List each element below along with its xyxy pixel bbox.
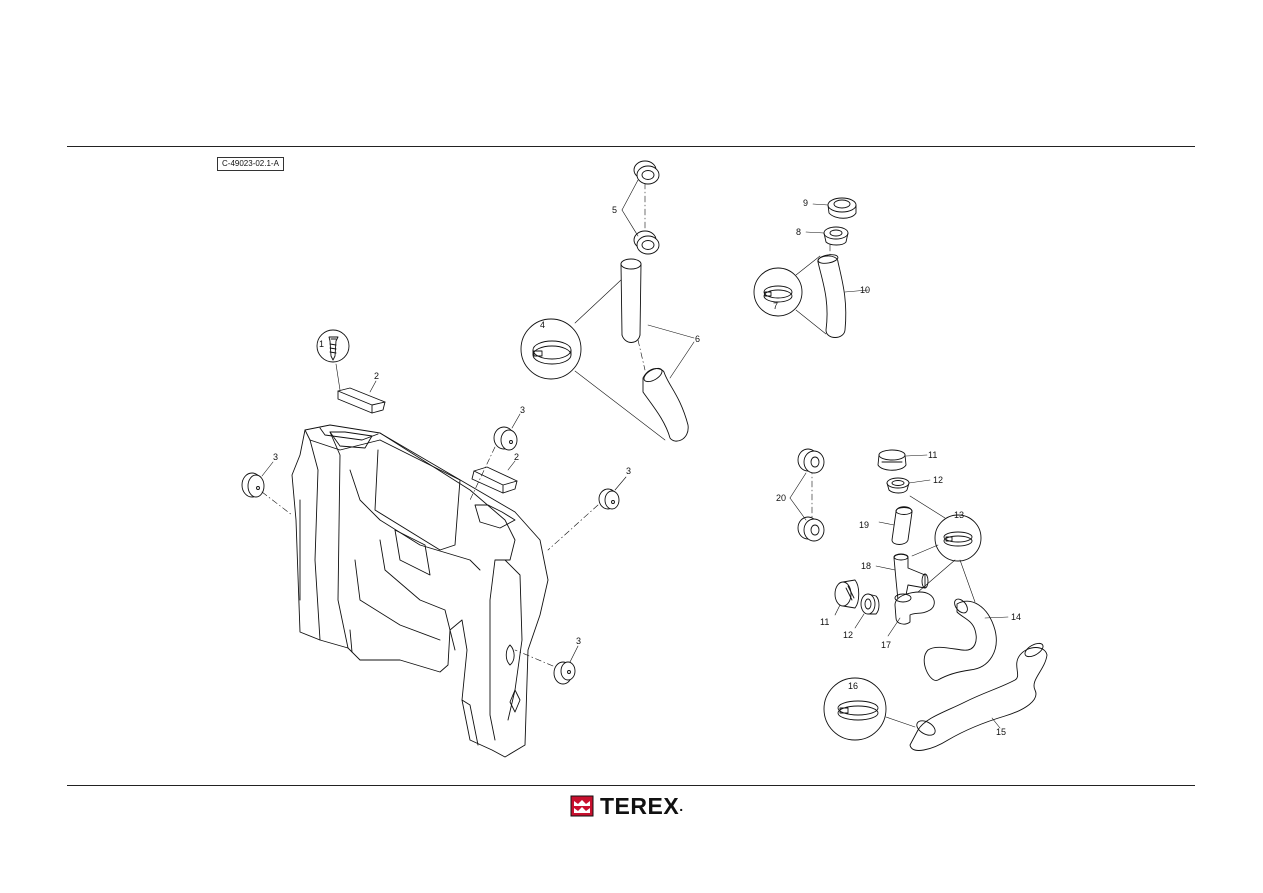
part-8-grommet [823, 226, 849, 246]
callout-11-upper: 11 [928, 450, 937, 460]
part-11-fitting-upper [877, 449, 907, 471]
callout-14: 14 [1011, 612, 1021, 622]
part-3-plug-right [598, 488, 620, 510]
part-3-plug-bottom [553, 661, 576, 685]
part-12-ring-lower [860, 593, 880, 615]
callout-9: 9 [803, 198, 808, 208]
part-20-cap-lower [797, 516, 825, 542]
part-11-fitting-lower [834, 579, 860, 609]
part-7-clamp-detail [753, 267, 803, 317]
part-19-hose [891, 506, 913, 545]
callout-6: 6 [695, 334, 700, 344]
callout-3-left: 3 [273, 452, 278, 462]
terex-logo: TEREX. [570, 793, 684, 819]
callout-7: 7 [773, 301, 778, 311]
callout-11-lower: 11 [820, 617, 829, 627]
part-14-hose [923, 598, 997, 681]
part-20-cap-upper [797, 448, 825, 474]
part-4-clamp-detail [520, 318, 582, 380]
part-3-plug-top [493, 426, 518, 451]
callout-2-lower: 2 [514, 452, 519, 462]
bottom-rule [67, 785, 1195, 786]
callout-13: 13 [954, 510, 964, 520]
part-12-ring-upper [886, 477, 910, 494]
top-rule [67, 146, 1195, 147]
callout-2-upper: 2 [374, 371, 379, 381]
leader-lines-panel [261, 363, 627, 663]
assembly-lines [261, 182, 831, 667]
leader-lines-upper-right [795, 203, 869, 335]
callout-17: 17 [881, 640, 891, 650]
part-10-hose [817, 254, 847, 338]
callout-10: 10 [860, 285, 870, 295]
drawing-reference-label: C-49023-02.1-A [217, 157, 284, 171]
callout-19: 19 [859, 520, 869, 530]
terex-crown-icon [570, 795, 594, 817]
callout-18: 18 [861, 561, 871, 571]
callout-12-lower: 12 [843, 630, 853, 640]
brand-name: TEREX [600, 793, 680, 819]
part-15-hose [909, 642, 1048, 751]
callout-3-top: 3 [520, 405, 525, 415]
part-17-elbow [894, 591, 935, 625]
callout-5: 5 [612, 205, 617, 215]
part-3-plug-left [241, 472, 265, 498]
callout-4: 4 [540, 320, 545, 330]
part-9-cap [827, 197, 857, 219]
callout-15: 15 [996, 727, 1006, 737]
part-5-cap-upper [633, 160, 660, 185]
part-16-clamp-detail [823, 677, 887, 741]
callout-1: 1 [319, 339, 324, 349]
callout-12-upper: 12 [933, 475, 943, 485]
housing-panel [291, 424, 549, 758]
callout-20: 20 [776, 493, 786, 503]
part-6-hose [620, 258, 689, 442]
part-2-cap-upper [337, 387, 386, 414]
brand-dot: . [679, 798, 684, 814]
part-13-clamp-detail [934, 514, 982, 562]
part-5-cap-lower [633, 230, 660, 255]
callout-16: 16 [848, 681, 858, 691]
part-1-screw [316, 329, 350, 363]
part-2-cap-lower [471, 466, 518, 494]
leader-lines-lower-right [789, 454, 1009, 729]
callout-8: 8 [796, 227, 801, 237]
callout-3-bottom: 3 [576, 636, 581, 646]
callout-3-right: 3 [626, 466, 631, 476]
leader-lines-upper [574, 179, 695, 441]
